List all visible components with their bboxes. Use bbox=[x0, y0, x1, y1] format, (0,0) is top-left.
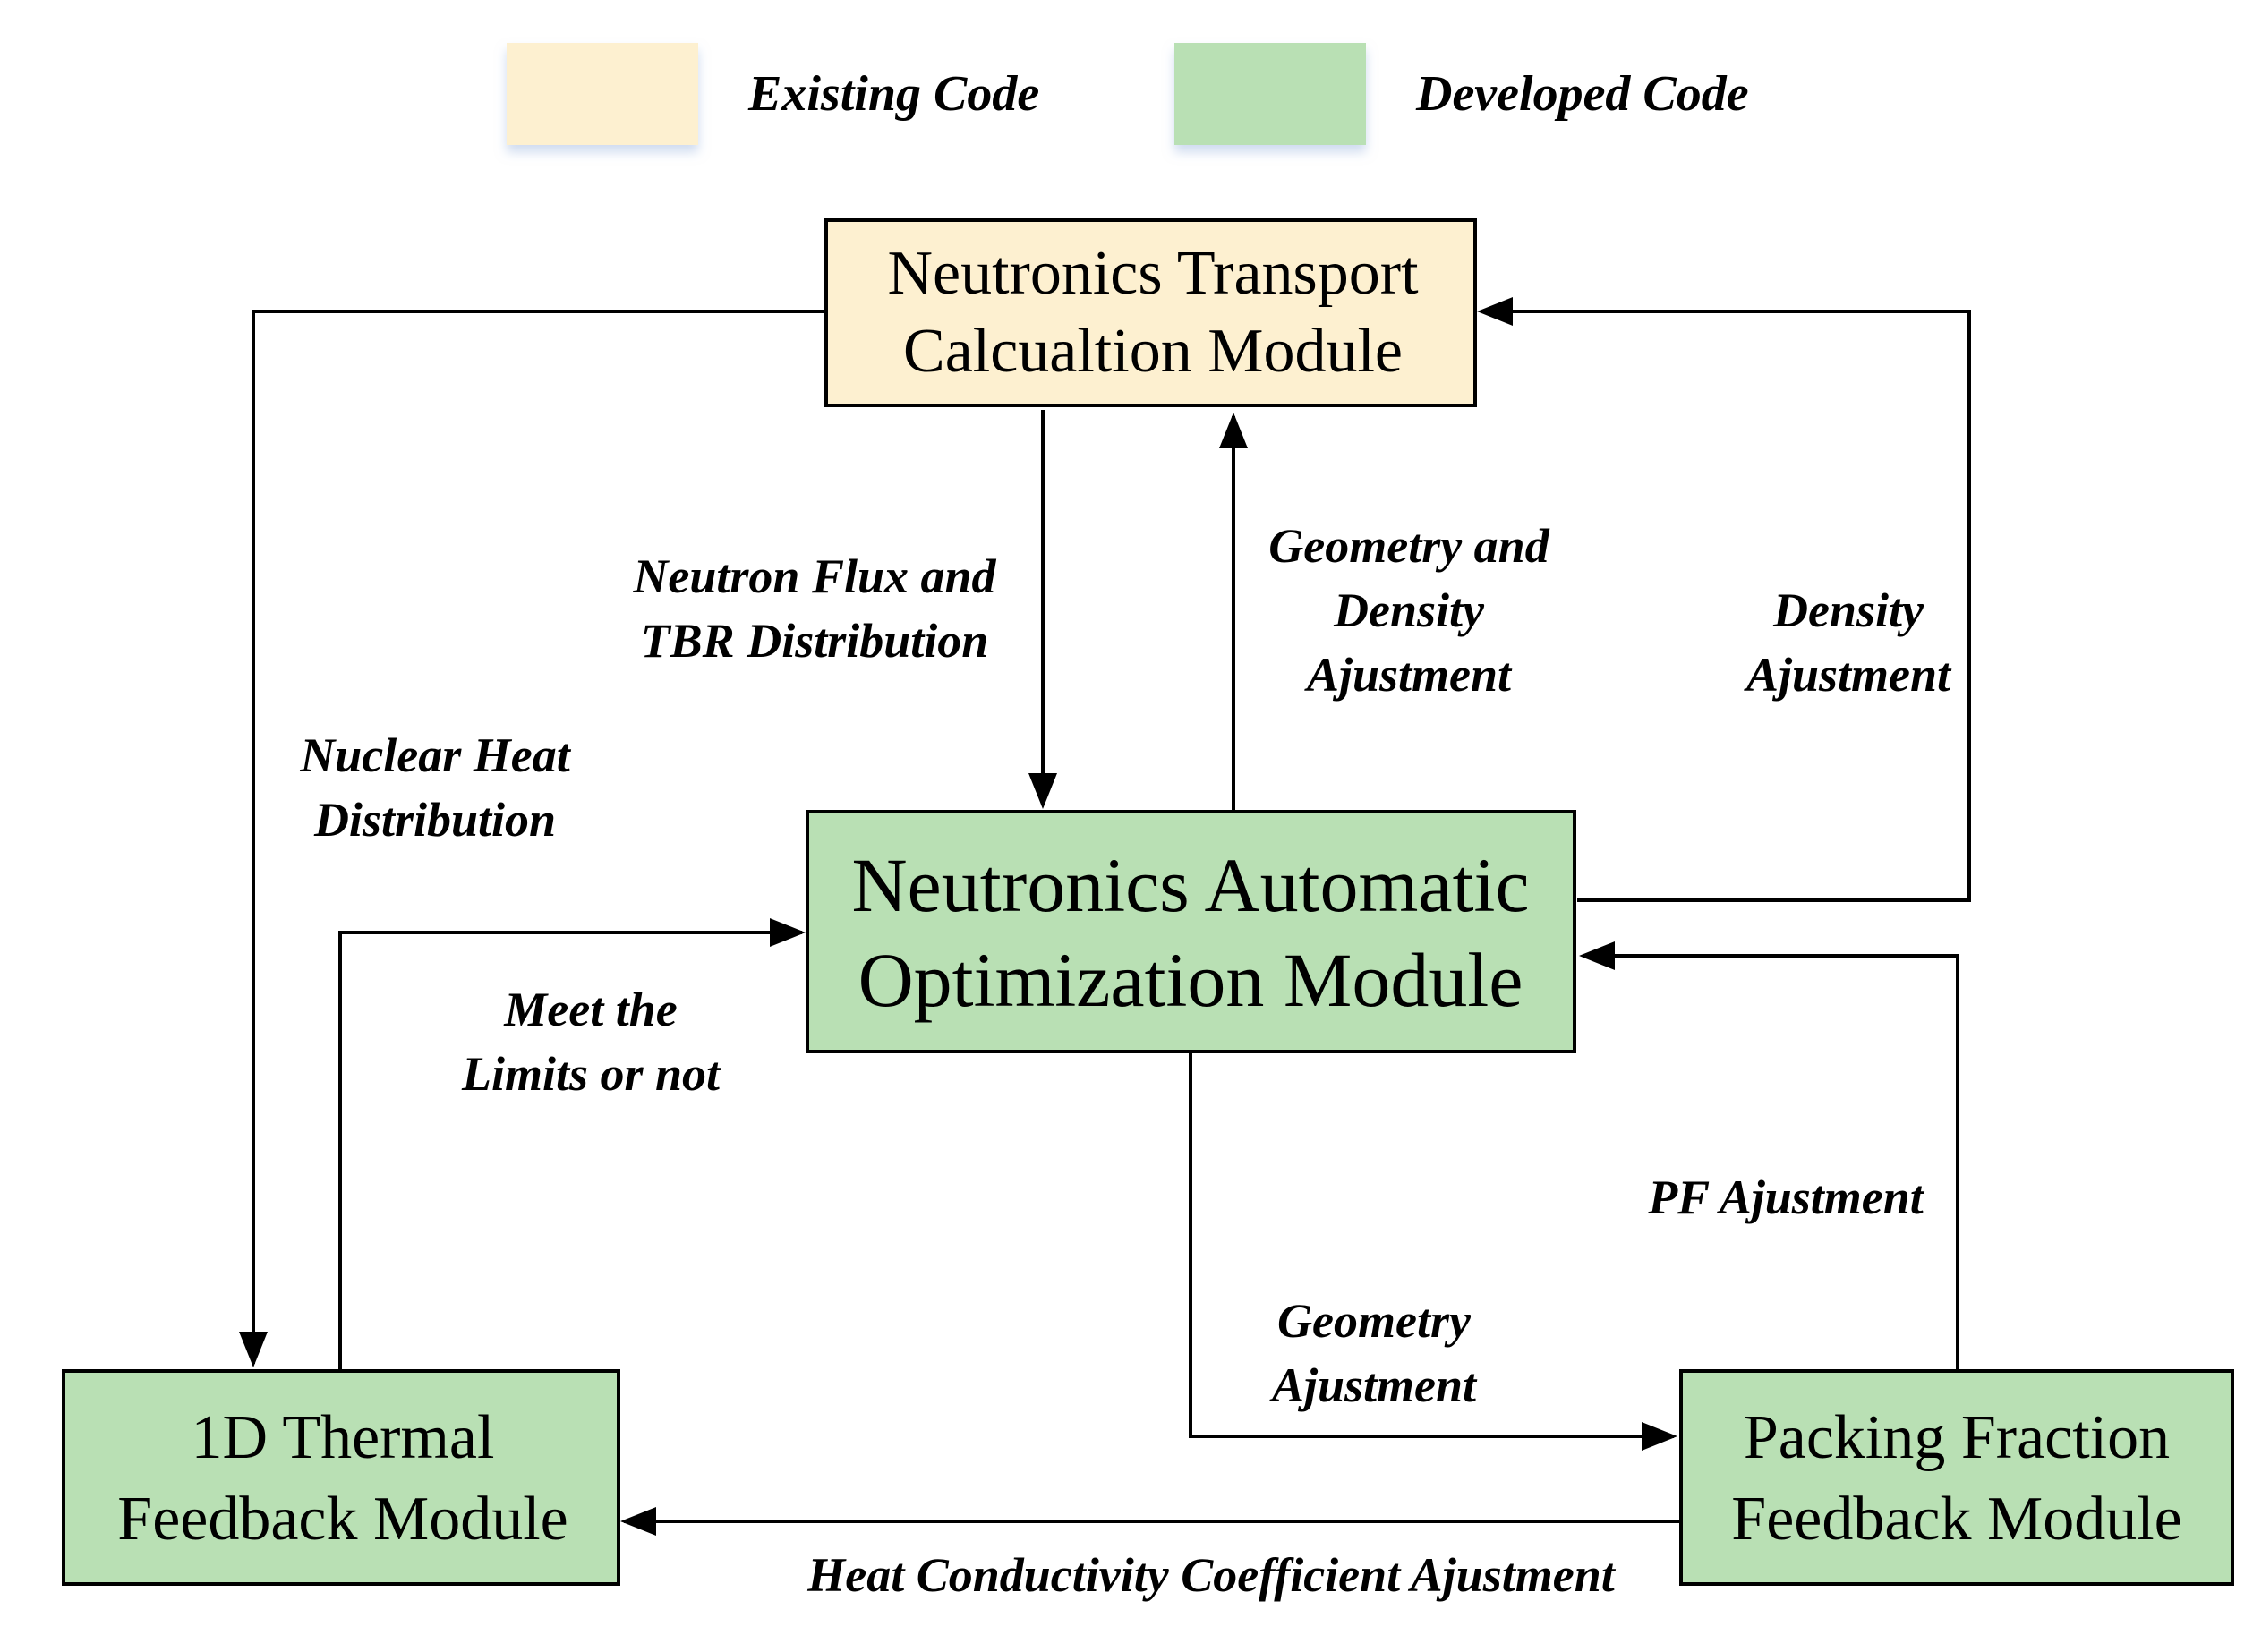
box-packing-frame bbox=[1679, 1369, 2234, 1586]
label-geometry-line2: Ajustment bbox=[1269, 1358, 1478, 1412]
box-thermal-line1: 1D Thermal bbox=[192, 1403, 495, 1472]
label-flux-line2: TBR Distribution bbox=[641, 614, 989, 668]
box-packing-line1: Packing Fraction bbox=[1744, 1403, 2170, 1472]
box-packing-line2: Feedback Module bbox=[1731, 1485, 2181, 1554]
legend-label-existing: Existing Code bbox=[747, 66, 1039, 122]
label-limits-line1: Meet the bbox=[503, 983, 677, 1036]
label-pf: PF Ajustment bbox=[1647, 1171, 1925, 1224]
legend-swatch-existing bbox=[507, 43, 698, 145]
label-geom-density-line2: Density bbox=[1333, 583, 1485, 637]
arrow-limits bbox=[338, 918, 806, 1369]
box-optimization-frame bbox=[806, 810, 1576, 1053]
box-thermal-line2: Feedback Module bbox=[117, 1485, 568, 1554]
arrow-pf bbox=[1579, 941, 1959, 1369]
edge-labels: Neutron Flux and TBR Distribution Geomet… bbox=[299, 519, 1952, 1602]
label-geom-density-line3: Ajustment bbox=[1304, 648, 1513, 702]
box-optimization-line2: Optimization Module bbox=[858, 937, 1523, 1023]
box-transport-line2: Calcualtion Module bbox=[903, 317, 1403, 386]
box-transport-frame bbox=[824, 218, 1477, 407]
box-thermal: 1D Thermal Feedback Module bbox=[62, 1369, 620, 1586]
label-heat-conductivity: Heat Conductivity Coefficient Ajustment bbox=[806, 1548, 1616, 1602]
label-limits-line2: Limits or not bbox=[461, 1047, 721, 1101]
arrow-geometry bbox=[1189, 1052, 1677, 1451]
box-optimization-line1: Neutronics Automatic bbox=[851, 842, 1529, 928]
legend-label-developed: Developed Code bbox=[1415, 66, 1749, 122]
connectors bbox=[239, 297, 1971, 1536]
label-flux-line1: Neutron Flux and bbox=[632, 549, 996, 603]
box-thermal-frame bbox=[62, 1369, 620, 1586]
label-nuclear-heat-line1: Nuclear Heat bbox=[299, 728, 571, 782]
label-density-line2: Ajustment bbox=[1744, 648, 1952, 702]
label-geom-density-line1: Geometry and bbox=[1268, 519, 1549, 573]
box-optimization: Neutronics Automatic Optimization Module bbox=[806, 810, 1576, 1053]
box-transport: Neutronics Transport Calcualtion Module bbox=[824, 218, 1477, 407]
label-nuclear-heat-line2: Distribution bbox=[313, 793, 556, 847]
label-density-line1: Density bbox=[1772, 583, 1924, 637]
box-packing: Packing Fraction Feedback Module bbox=[1679, 1369, 2234, 1586]
box-transport-line1: Neutronics Transport bbox=[887, 239, 1419, 308]
arrow-density bbox=[1477, 297, 1971, 902]
arrow-nuclear-heat bbox=[239, 310, 826, 1367]
legend-swatch-developed bbox=[1174, 43, 1366, 145]
label-geometry-line1: Geometry bbox=[1277, 1294, 1472, 1348]
legend: Existing Code Developed Code bbox=[507, 43, 1749, 145]
